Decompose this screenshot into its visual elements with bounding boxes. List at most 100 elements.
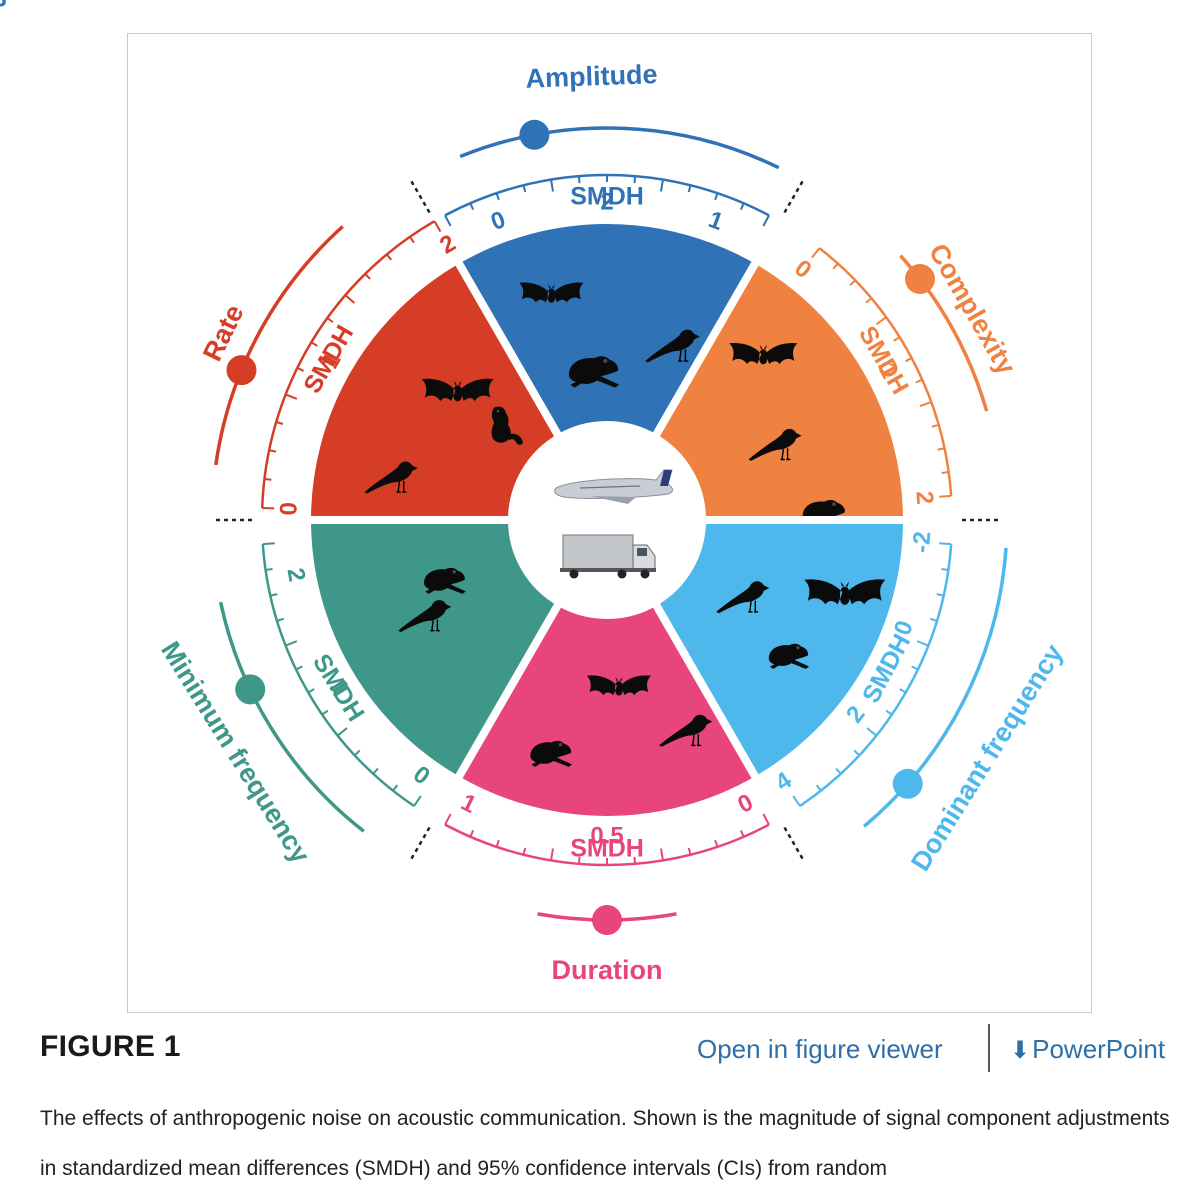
rate-tick [275,421,284,425]
dominant-frequency-tick [835,767,842,775]
dominant-frequency-tick [815,784,822,792]
minimum-frequency-tick [285,640,298,647]
duration-tick [762,813,770,826]
rate-tick-label: 0 [275,502,302,516]
rate-tick [326,317,334,323]
duration-tick [469,829,475,838]
duration-tick [633,856,637,864]
complexity-tick [931,423,939,428]
dominant-frequency-tick [899,688,907,694]
airplane-icon [554,469,673,504]
amplitude-tick [444,214,452,227]
minimum-frequency-tick [262,542,275,546]
duration-unit-label: SMDH [570,835,644,863]
duration-tick-label: 0.5 [590,822,623,849]
zero-marker [408,826,431,863]
complexity-tick-label: 2 [910,490,938,505]
amplitude-tick-label: 0 [487,206,509,236]
complexity-tick [904,357,913,363]
minimum-frequency-tick [276,617,285,622]
rate-tick [285,393,298,400]
amplitude-tick-label: 2 [600,188,613,215]
amplitude-tick [469,202,475,211]
duration-tick [444,813,452,826]
zero-marker [408,177,431,214]
minimum-frequency-tick [265,567,273,571]
minimum-frequency-ci-arc [218,601,365,833]
dominant-frequency-ci-arc [862,547,1008,828]
minimum-frequency-tick [307,688,315,694]
complexity-tick [865,297,872,304]
minimum-frequency-tick [354,749,361,757]
dominant-frequency-tick-label: -2 [908,530,936,553]
figure-caption: The effects of anthropogenic noise on ac… [40,1107,1170,1180]
minimum-frequency-tick [270,593,278,597]
amplitude-unit-label: SMDH [570,183,644,211]
powerpoint-link[interactable]: ⬇PowerPoint [1010,1034,1165,1065]
download-icon: ⬇ [1010,1037,1031,1064]
duration-tick [739,829,745,838]
rate-tick [264,477,272,481]
dominant-frequency-estimate-dot [892,768,923,799]
complexity-tick-label: 0 [789,255,816,285]
dominant-frequency-tick [866,727,877,737]
duration-tick [522,847,527,855]
duration-tick [714,839,719,848]
duration-axis [444,823,770,867]
amplitude-title: Amplitude [525,59,658,94]
complexity-tick [937,447,945,451]
duration-tick [577,856,581,864]
duration-tick [495,839,500,848]
minimum-frequency-title: Minimum frequency [155,636,316,868]
complexity-tick [832,262,839,270]
amplitude-ci-arc [459,126,780,170]
open-figure-viewer-link[interactable]: Open in figure viewer [697,1034,943,1064]
complexity-tick [915,378,923,384]
minimum-frequency-tick [295,665,303,671]
complexity-estimate-dot [905,264,935,294]
dominant-frequency-tick [911,665,919,671]
duration-estimate-dot [592,905,622,935]
duration-tick [660,848,664,861]
dominant-frequency-tick [916,640,929,647]
center-circle [512,425,702,615]
dominant-frequency-tick [941,567,949,571]
complexity-tick [875,316,887,326]
amplitude-tick-label: 3 [0,0,7,12]
rate-tick [268,449,277,453]
amplitude-estimate-dot [519,119,550,150]
rate-tick [344,294,356,304]
minimum-frequency-tick [392,784,399,792]
zero-marker [783,826,806,863]
amplitude-tick [495,192,500,201]
minimum-frequency-estimate-dot [235,674,266,705]
minimum-frequency-tick-label: 2 [281,566,310,584]
amplitude-tick [714,192,719,201]
duration-tick [550,848,554,861]
zero-marker [783,177,806,214]
amplitude-tick-label: 1 [705,206,727,236]
amplitude-tick [660,179,664,192]
minimum-frequency-tick [321,709,329,716]
powerpoint-label: PowerPoint [1032,1034,1166,1064]
amplitude-tick [633,176,637,184]
complexity-tick [849,279,856,286]
rate-ci-arc [214,225,344,466]
amplitude-tick [687,185,692,193]
link-divider [988,1024,990,1072]
rate-tick [409,236,415,244]
dominant-frequency-tick [885,709,893,716]
complexity-tick [893,336,901,342]
minimum-frequency-tick [372,767,379,775]
complexity-title: Complexity [923,239,1022,380]
minimum-frequency-tick [413,795,422,807]
dominant-frequency-tick [792,795,801,807]
complexity-tick [941,470,949,474]
rate-tick [433,220,442,233]
complexity-tick [919,401,932,408]
rate-tick [386,253,393,261]
amplitude-tick [550,179,554,192]
noise-effects-diagram: 0123SMDHAmplitude012SMDHComplexity-2024S… [0,0,1069,985]
rate-tick [296,366,305,372]
duration-tick [687,847,692,855]
